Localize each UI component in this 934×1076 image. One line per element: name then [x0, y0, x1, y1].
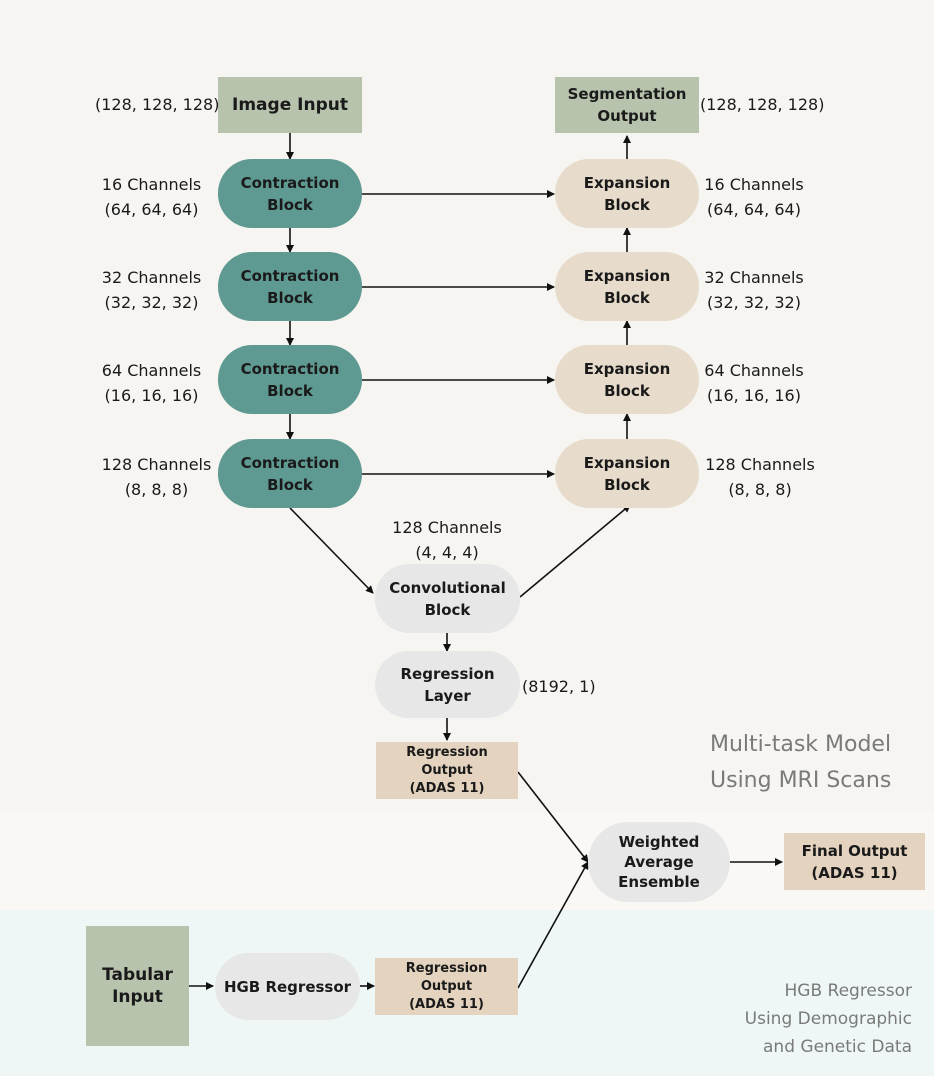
tabular-input-box: Tabular Input [86, 926, 189, 1046]
level-1-left-label: 16 Channels (64, 64, 64) [101, 175, 202, 219]
arrow-contraction4-to-conv [289, 507, 374, 594]
mri-regression-output: Regression Output (ADAS 11) [376, 742, 518, 799]
expansion-block-1: Expansion Block [555, 159, 699, 228]
bottleneck-label: 128 Channels (4, 4, 4) [392, 518, 502, 562]
regression-layer: Regression Layer [375, 651, 520, 718]
image-input-shape-label: (128, 128, 128) [95, 95, 220, 114]
arrow-tabular-output-to-ensemble [517, 861, 589, 989]
arrow-conv-to-expansion4 [519, 504, 631, 598]
expansion-block-2: Expansion Block [555, 252, 699, 321]
expansion-block-4: Expansion Block [555, 439, 699, 508]
weighted-average-ensemble: Weighted Average Ensemble [588, 822, 730, 902]
contraction-block-4: Contraction Block [218, 439, 362, 508]
contraction-block-2: Contraction Block [218, 252, 362, 321]
segmentation-output-box: Segmentation Output [555, 77, 699, 133]
level-1-right-label: 16 Channels (64, 64, 64) [704, 175, 804, 219]
tabular-section-title: HGB Regressor Using Demographic and Gene… [744, 981, 912, 1057]
level-3-left-label: 64 Channels (16, 16, 16) [101, 361, 202, 405]
level-2-left-label: 32 Channels (32, 32, 32) [101, 268, 202, 312]
level-4-right-label: 128 Channels (8, 8, 8) [705, 455, 815, 499]
level-4-left-label: 128 Channels (8, 8, 8) [101, 455, 212, 499]
arrow-mri-output-to-ensemble [517, 771, 589, 863]
level-2-right-label: 32 Channels (32, 32, 32) [704, 268, 804, 312]
hgb-regressor: HGB Regressor [215, 953, 360, 1020]
contraction-block-3: Contraction Block [218, 345, 362, 414]
tabular-regression-output: Regression Output (ADAS 11) [375, 958, 518, 1015]
mri-section-title: Multi-task Model Using MRI Scans [710, 732, 892, 793]
contraction-block-1: Contraction Block [218, 159, 362, 228]
image-input-box: Image Input [218, 77, 362, 133]
final-output-box: Final Output (ADAS 11) [784, 833, 925, 890]
convolutional-block: Convolutional Block [375, 564, 520, 633]
expansion-block-3: Expansion Block [555, 345, 699, 414]
segmentation-output-shape-label: (128, 128, 128) [700, 95, 825, 114]
level-3-right-label: 64 Channels (16, 16, 16) [704, 361, 804, 405]
regression-layer-shape-label: (8192, 1) [522, 677, 596, 696]
